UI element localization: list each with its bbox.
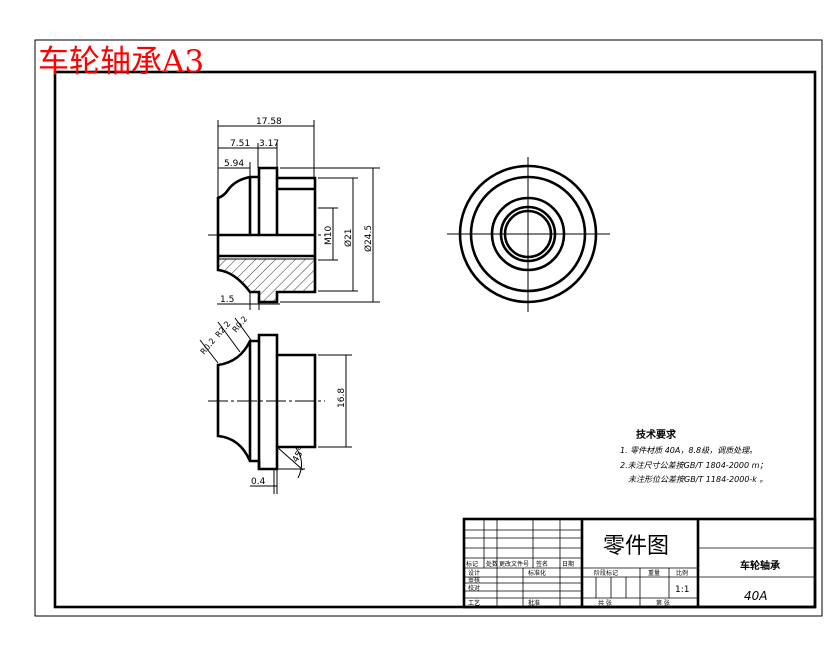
tb-stage: 阶段标记 (594, 569, 618, 577)
dim-1-5: 1.5 (220, 295, 234, 305)
dim-45-deg: 45° (291, 446, 308, 465)
side-outline-view: 16.8 R0.2 R2.2 R0.2 45° 0.4 (199, 314, 352, 494)
dim-m10: M10 (324, 226, 334, 245)
dim-0-4: 0.4 (251, 477, 266, 487)
tb-material: 40A (744, 589, 767, 603)
dim-r0-2-a: R0.2 (199, 336, 218, 356)
tech-requirements: 技术要求 1. 零件材质 40A，8.8级，调质处理。 2.未注尺寸公差按GB/… (620, 428, 767, 484)
tb-sheet-no: 第 张 (656, 599, 670, 607)
side-section-view: 17.58 7.51 3.17 5.94 1.5 M10 Ø21 Ø24.5 (208, 117, 380, 310)
tb-count: 处数 (486, 560, 498, 568)
tech-line-1: 1. 零件材质 40A，8.8级，调质处理。 (620, 446, 757, 455)
dim-dia-24-5: Ø24.5 (363, 225, 374, 252)
tb-part-name: 车轮轴承 (740, 559, 780, 572)
title-block: 标记 处数 更改文件号 签名 日期 设计 审核 校对 工艺 标准化 批准 阶段标… (462, 517, 817, 609)
tech-heading: 技术要求 (636, 428, 677, 441)
dim-7-51: 7.51 (230, 139, 250, 149)
tb-sign: 签名 (536, 560, 548, 568)
tb-review: 审核 (468, 576, 480, 584)
tb-standard: 标准化 (528, 569, 546, 577)
end-view (447, 157, 610, 312)
dim-r0-2-b: R0.2 (231, 314, 250, 334)
tb-change-doc: 更改文件号 (499, 560, 529, 568)
dim-3-17: 3.17 (259, 139, 279, 149)
tb-scale-value: 1:1 (675, 585, 689, 595)
tb-date: 日期 (562, 560, 574, 568)
dim-dia-21: Ø21 (343, 228, 354, 247)
outer-frame (34, 39, 823, 617)
tb-total-sheets: 共 张 (598, 599, 612, 607)
tb-weight: 重量 (648, 569, 660, 577)
dim-r2-2: R2.2 (214, 319, 233, 339)
tb-approve: 批准 (528, 599, 540, 607)
tb-drawing-type: 零件图 (603, 534, 669, 559)
drawing-title: 车轮轴承A3 (38, 44, 204, 80)
dim-16-8: 16.8 (337, 388, 347, 408)
tb-check: 校对 (468, 584, 480, 592)
dim-5-94: 5.94 (224, 159, 244, 169)
tech-line-2: 2.未注尺寸公差按GB/T 1804-2000 m； (620, 461, 767, 470)
dim-17-58: 17.58 (256, 117, 282, 127)
tb-design: 设计 (468, 569, 480, 577)
tech-line-3: 未注形位公差按GB/T 1184-2000-k 。 (628, 475, 767, 484)
tb-scale: 比例 (676, 569, 688, 577)
inner-frame (53, 70, 817, 609)
tb-mark: 标记 (466, 560, 478, 568)
tb-process: 工艺 (468, 599, 480, 607)
